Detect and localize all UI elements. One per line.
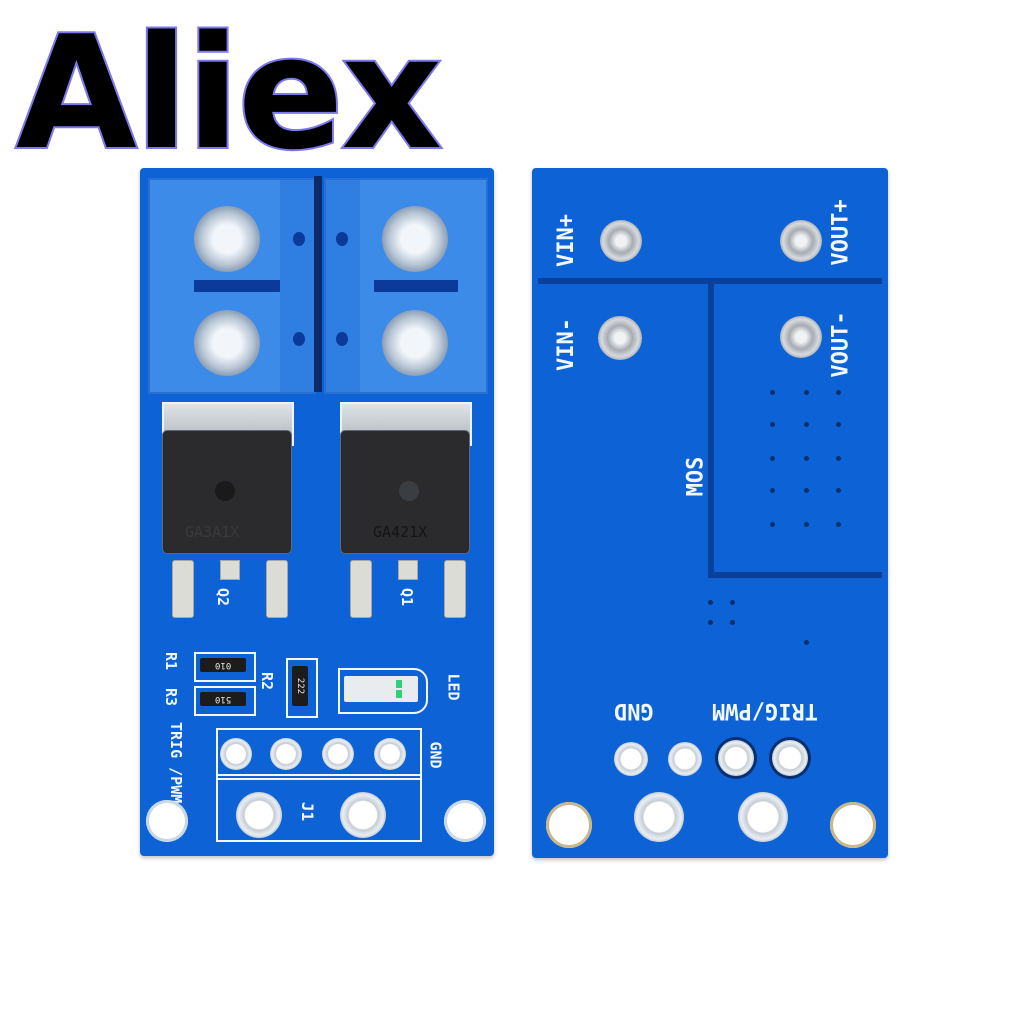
vin-minus-pad[interactable] xyxy=(598,316,642,360)
label-trig-pwm-back: TRIG/PWM xyxy=(712,698,818,723)
signal-header xyxy=(216,728,422,780)
label-r1: R1 xyxy=(162,651,181,671)
terminal-block-right xyxy=(324,178,488,394)
connector-j1 xyxy=(216,774,422,842)
back-board: VIN+ VOUT+ VIN- VOUT- MOS GND TRIG/PWM xyxy=(532,168,888,858)
header-pin[interactable] xyxy=(270,738,302,770)
j1-pin[interactable] xyxy=(634,792,684,842)
label-trig-pwm: TRIG /PWM xyxy=(167,722,185,804)
label-r3: R3 xyxy=(162,687,181,707)
designator-j1: J1 xyxy=(298,801,318,822)
label-mos: MOS xyxy=(683,456,709,497)
label-vout-plus: VOUT+ xyxy=(828,199,854,266)
mounting-hole xyxy=(146,800,188,842)
label-gnd-front: GND xyxy=(426,741,445,769)
mosfet-marking: GA421X xyxy=(373,523,428,541)
header-pin[interactable] xyxy=(718,740,754,776)
mosfet-q2: GA3A1X xyxy=(158,400,298,620)
mounting-hole xyxy=(830,802,876,848)
vout-plus-pad[interactable] xyxy=(780,220,822,262)
watermark-text: Aliex xyxy=(14,2,444,184)
resistor-r3: 510 xyxy=(200,692,246,706)
screw-terminal-icon[interactable] xyxy=(194,206,260,272)
label-gnd-back: GND xyxy=(614,698,654,723)
j1-pin[interactable] xyxy=(236,792,282,838)
label-led: LED xyxy=(444,673,463,701)
header-pin[interactable] xyxy=(322,738,354,770)
screw-terminal-icon[interactable] xyxy=(382,206,448,272)
label-vout-minus: VOUT- xyxy=(828,311,854,378)
resistor-r1: 010 xyxy=(200,658,246,672)
label-vin-minus: VIN- xyxy=(553,318,579,371)
mounting-hole xyxy=(546,802,592,848)
screw-terminal-icon[interactable] xyxy=(382,310,448,376)
mosfet-marking: GA3A1X xyxy=(185,523,240,541)
mosfet-q1: GA421X xyxy=(336,400,476,620)
header-pin[interactable] xyxy=(374,738,406,770)
label-vin-plus: VIN+ xyxy=(553,214,579,267)
vout-minus-pad[interactable] xyxy=(780,316,822,358)
header-pin[interactable] xyxy=(668,742,702,776)
vin-plus-pad[interactable] xyxy=(600,220,642,262)
resistor-r2: 222 xyxy=(292,666,308,706)
status-led xyxy=(344,676,418,702)
label-r2: R2 xyxy=(258,671,277,691)
header-pin[interactable] xyxy=(220,738,252,770)
j1-pin[interactable] xyxy=(738,792,788,842)
terminal-block-left xyxy=(148,178,316,394)
designator-q2: Q2 xyxy=(214,587,233,607)
j1-pin[interactable] xyxy=(340,792,386,838)
header-pin[interactable] xyxy=(614,742,648,776)
mounting-hole xyxy=(444,800,486,842)
front-board: GA3A1X Q2 GA421X Q1 R1 R3 010 510 R2 222… xyxy=(140,168,494,856)
designator-q1: Q1 xyxy=(398,587,417,607)
screw-terminal-icon[interactable] xyxy=(194,310,260,376)
header-pin[interactable] xyxy=(772,740,808,776)
